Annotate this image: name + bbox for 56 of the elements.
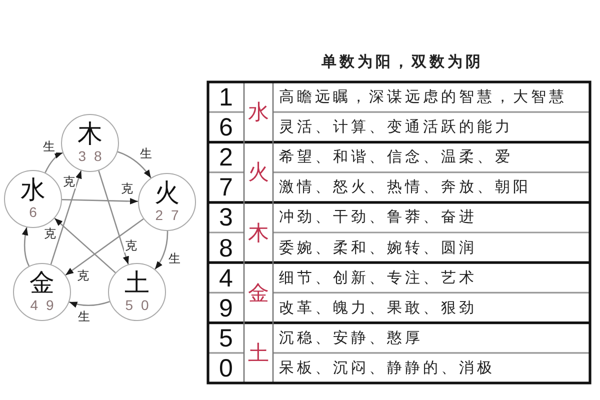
trait-text: 改革、魄力、果敢、狠劲 [279, 299, 477, 316]
arrow [98, 170, 129, 264]
trait-text: 灵活、计算、变通活跃的能力 [279, 118, 513, 136]
number-label: 4 9 [29, 298, 56, 312]
edge-label: 克 [124, 240, 138, 252]
number-label: 2 7 [154, 208, 181, 222]
element-circle [4, 170, 62, 228]
arrow [65, 218, 144, 276]
row-number: 2 [219, 146, 233, 171]
element-character: 金 [248, 282, 269, 304]
trait-text: 细节、创新、专注、艺术 [279, 269, 477, 286]
element-character: 木 [78, 121, 102, 147]
number-label: 5 0 [124, 298, 151, 312]
row-number: 9 [219, 296, 233, 322]
row-number: 7 [219, 176, 233, 201]
row-number: 8 [219, 236, 233, 262]
element-character: 木 [248, 222, 269, 244]
trait-text: 呆板、沉闷、静静的、消极 [279, 359, 495, 376]
trait-text: 高瞻远瞩，深谋远虑的智慧，大智慧 [279, 88, 567, 106]
edge-label: 生 [138, 148, 153, 161]
row-number: 1 [219, 86, 233, 111]
edge-label: 克 [43, 228, 57, 240]
row-number: 3 [219, 206, 233, 231]
element-character: 土 [124, 270, 150, 296]
row-number: 4 [219, 266, 233, 292]
element-character: 火 [248, 161, 269, 184]
element-character: 水 [20, 177, 46, 203]
arrow [117, 151, 152, 178]
arrow [154, 231, 168, 270]
arrow [62, 198, 138, 204]
element-character: 水 [248, 101, 269, 124]
number-label: 3 8 [77, 149, 104, 163]
arrow [22, 227, 30, 266]
edge-label: 克 [76, 270, 90, 282]
row-number: 5 [219, 326, 233, 352]
row-number: 6 [219, 116, 233, 141]
trait-text: 委婉、柔和、婉转、圆润 [279, 239, 477, 256]
arrow [54, 218, 116, 274]
trait-text: 沉稳、安静、憨厚 [279, 329, 423, 346]
edge-label: 克 [120, 182, 134, 196]
element-character: 土 [248, 342, 269, 364]
arrow [44, 152, 63, 173]
number-label: 6 [28, 205, 39, 219]
trait-text: 冲劲、干劲、鲁莽、奋进 [279, 208, 477, 226]
trait-text: 激情、怒火、热情、奔放、朝阳 [279, 178, 531, 196]
edge-label: 生 [42, 140, 56, 154]
edge-label: 克 [62, 176, 76, 188]
edge-label: 生 [167, 252, 182, 266]
table-title: 单数为阳，双数为阴 [320, 54, 484, 70]
arrow [50, 170, 82, 265]
edge-label: 生 [77, 310, 92, 324]
arrow [69, 300, 110, 308]
element-character: 金 [30, 270, 54, 296]
row-number: 0 [219, 356, 233, 382]
trait-text: 希望、和谐、信念、温柔、爱 [279, 148, 513, 166]
element-character: 火 [154, 180, 180, 206]
